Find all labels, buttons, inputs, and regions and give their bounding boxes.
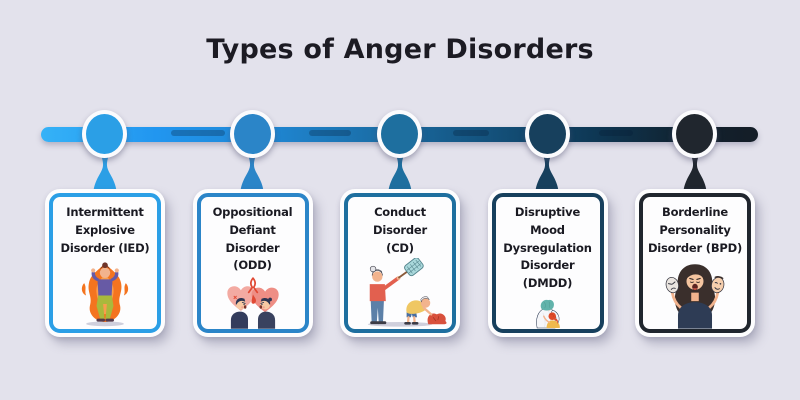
timeline-node-stem xyxy=(240,151,264,192)
timeline-dash xyxy=(453,129,489,136)
card-ied-frame: Intermittent Explosive Disorder (IED) xyxy=(49,193,161,333)
card-dmdd: Disruptive Mood Dysregulation Disorder (… xyxy=(487,189,608,337)
card-art xyxy=(201,276,305,329)
woman-with-masks-illustration xyxy=(665,264,725,329)
timeline-node-dot xyxy=(672,110,717,158)
card-label: Disruptive Mood Dysregulation Disorder (… xyxy=(503,205,592,291)
card-art xyxy=(53,258,157,329)
card-art xyxy=(643,258,747,329)
timeline-dash xyxy=(309,129,351,136)
card-cd-frame: Conduct Disorder (CD) xyxy=(344,193,456,333)
timeline-node-dot xyxy=(230,110,275,158)
card-label: Conduct Disorder (CD) xyxy=(372,205,427,255)
timeline-dash xyxy=(171,129,225,136)
card-ied: Intermittent Explosive Disorder (IED) xyxy=(45,189,165,337)
card-bpd: Borderline Personality Disorder (BPD) xyxy=(635,189,755,337)
card-label: Borderline Personality Disorder (BPD) xyxy=(647,205,743,255)
card-cd: Conduct Disorder (CD) xyxy=(340,189,460,337)
card-odd: Oppositional Defiant Disorder (ODD) xyxy=(192,189,313,337)
timeline-dash xyxy=(599,129,633,136)
card-odd-frame: Oppositional Defiant Disorder (ODD) xyxy=(196,193,309,333)
timeline-node-stem xyxy=(683,151,707,192)
card-dmdd-frame: Disruptive Mood Dysregulation Disorder (… xyxy=(491,193,604,333)
person-hugging-child-illustration xyxy=(535,299,560,329)
timeline-node-stem xyxy=(93,151,117,192)
card-art xyxy=(348,258,452,329)
cards-row: Intermittent Explosive Disorder (IED) xyxy=(0,189,800,337)
adult-scolding-child-illustration xyxy=(367,258,447,328)
two-people-arguing-illustration xyxy=(226,277,279,329)
card-label: Intermittent Explosive Disorder (IED) xyxy=(60,205,150,255)
timeline-node-dot xyxy=(82,110,127,158)
timeline-node-dot xyxy=(525,110,570,158)
person-in-flames-illustration xyxy=(81,262,129,327)
card-art xyxy=(496,294,600,329)
timeline-node-dot xyxy=(377,110,422,158)
card-label: Oppositional Defiant Disorder (ODD) xyxy=(212,205,293,273)
timeline-node-stem xyxy=(535,151,559,192)
card-bpd-frame: Borderline Personality Disorder (BPD) xyxy=(639,193,751,333)
page-title: Types of Anger Disorders xyxy=(206,34,594,65)
timeline-node-stem xyxy=(388,151,412,192)
